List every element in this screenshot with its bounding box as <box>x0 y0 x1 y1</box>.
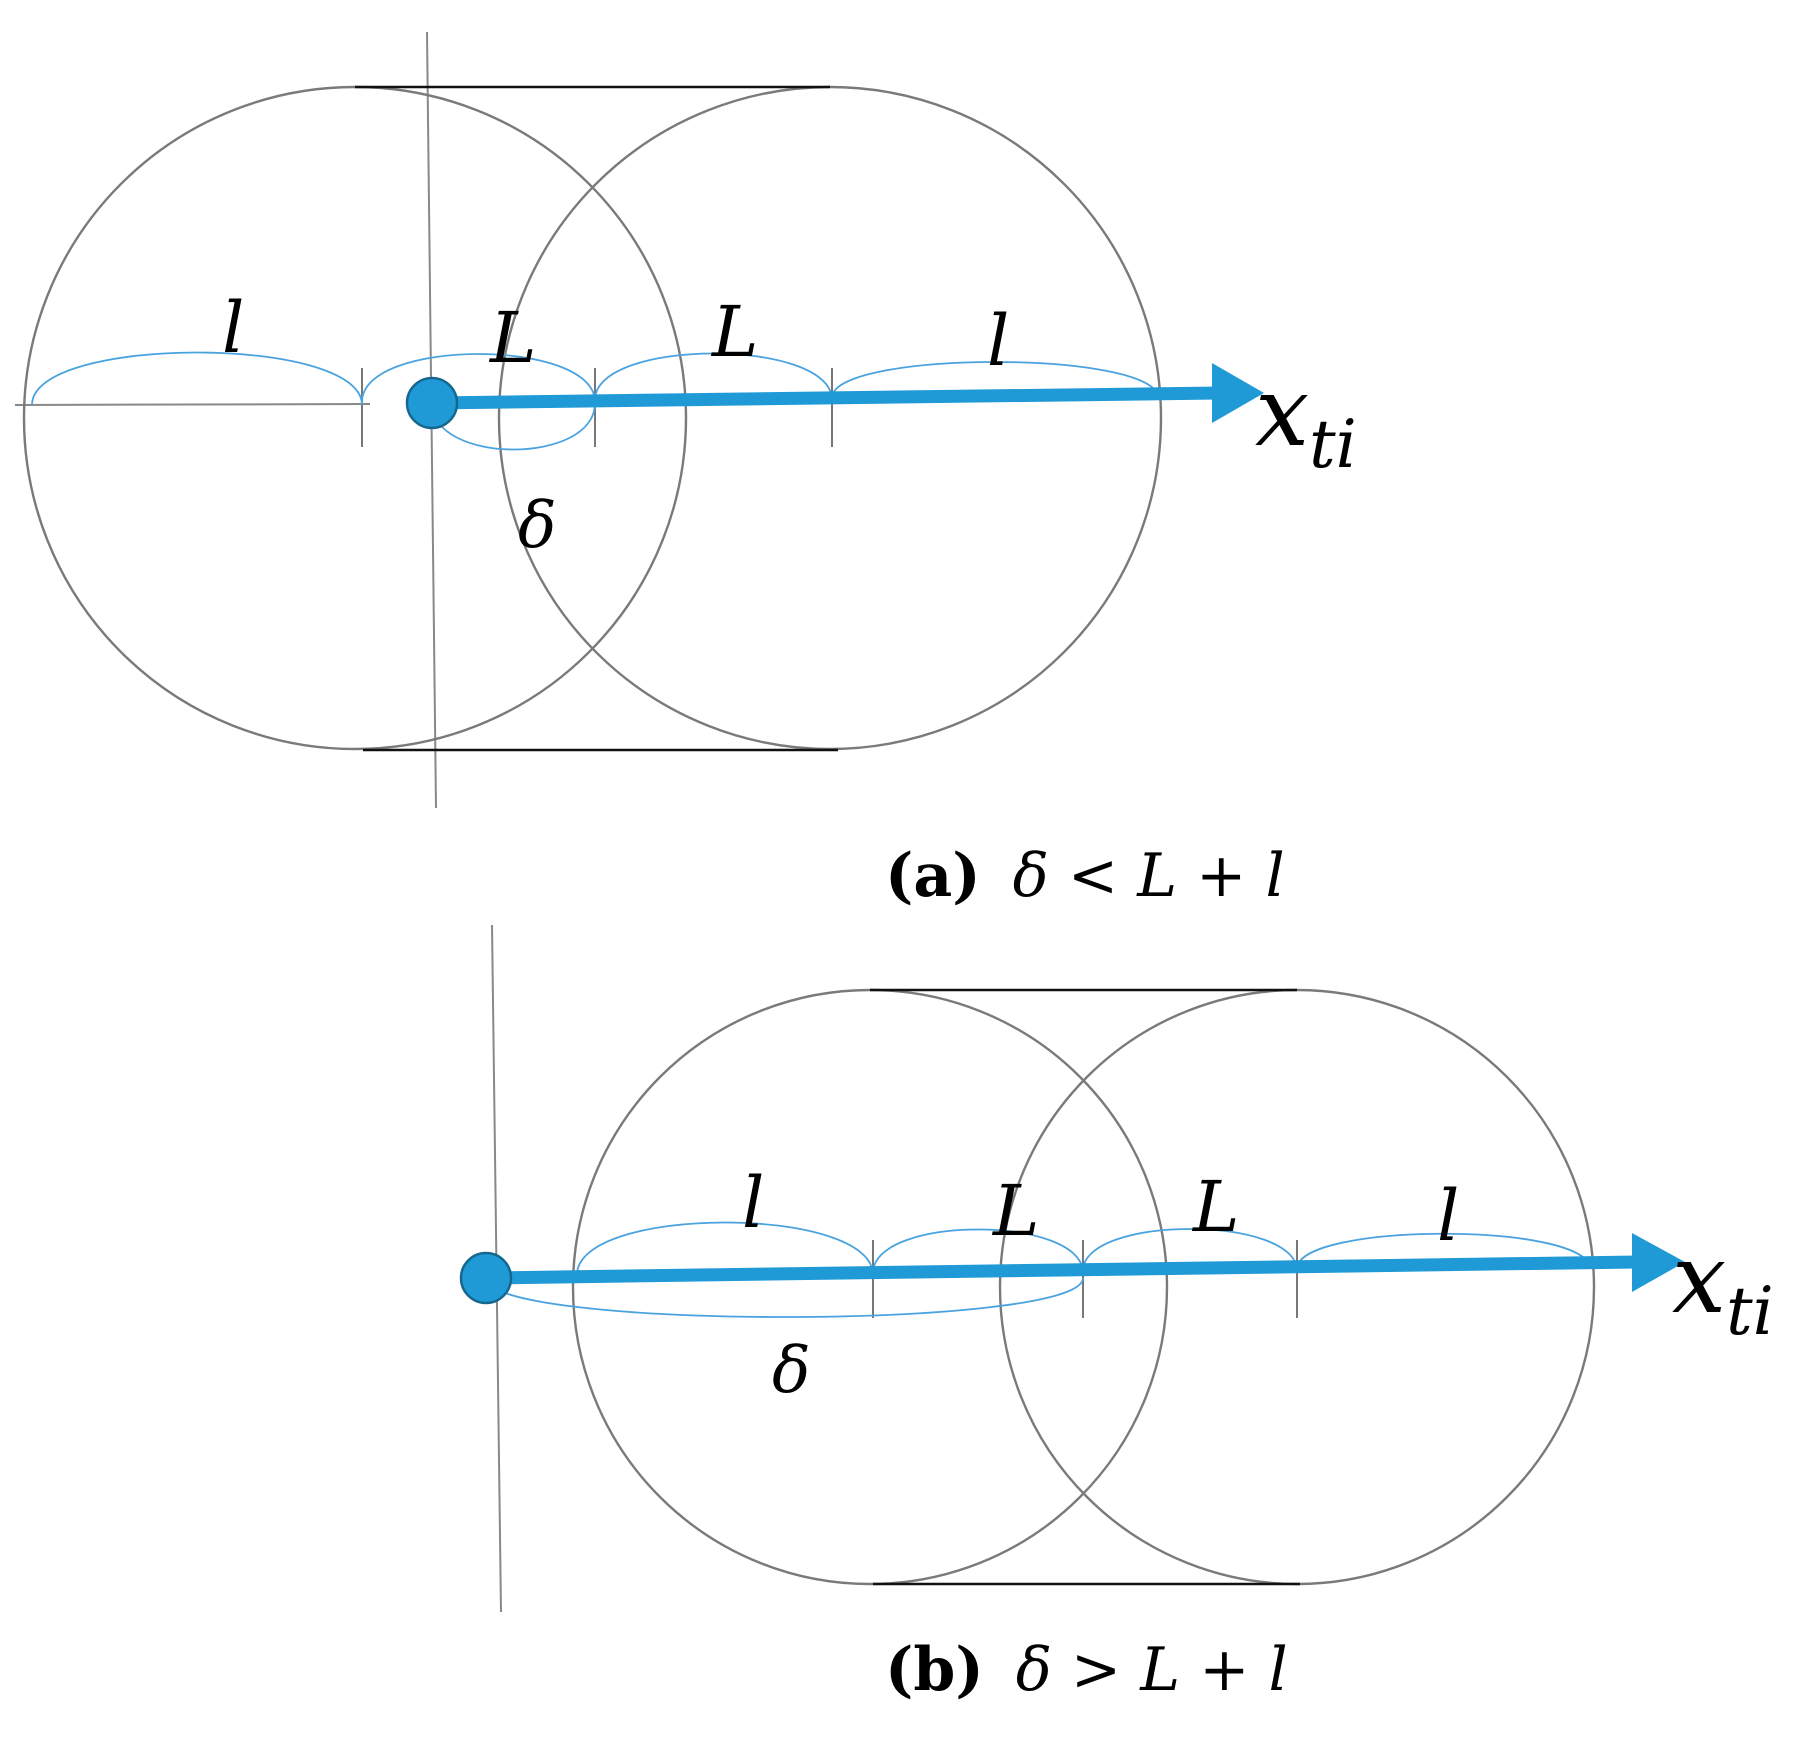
panel-b-axis-label-main: x <box>1672 1223 1726 1335</box>
panel-a-brace-l-left <box>31 351 363 406</box>
panel-a-brace-L-right <box>594 352 833 401</box>
panel-b-label-l-left: l <box>742 1162 764 1244</box>
panel-a-horizontal-axis <box>14 403 371 406</box>
panel-b-brace-l-left <box>576 1221 874 1276</box>
panel-a-right-circle <box>497 85 1163 751</box>
panel-a-axis-label-sub: ti <box>1309 406 1357 483</box>
panel-b-origin-point <box>459 1251 513 1305</box>
panel-b-brace-L-left <box>872 1228 1084 1274</box>
panel-a-brace-l-right <box>831 361 1159 399</box>
panel-b-caption-expr: δ > L + l <box>1016 1635 1288 1705</box>
panel-b-brace-delta <box>485 1277 1084 1318</box>
panel-b-label-L-left: L <box>991 1170 1039 1252</box>
panel-b-label-l-right: l <box>1437 1175 1459 1257</box>
panel-b-axis-label-sub: ti <box>1726 1273 1774 1350</box>
panel-a-label-delta: δ <box>518 489 557 563</box>
panel-b-brace-l-right <box>1296 1232 1591 1270</box>
panel-b-label-L-right: L <box>1191 1166 1239 1248</box>
panel-b-label-delta: δ <box>772 1334 811 1408</box>
panel-a-caption-letter: (a) <box>885 841 981 911</box>
panel-a-axis-label-main: x <box>1255 356 1309 468</box>
panel-a-arrow-head <box>1212 363 1264 423</box>
panel-b-caption-letter: (b) <box>885 1635 984 1705</box>
panel-b-caption: (b) δ > L + l <box>885 1635 1288 1705</box>
panel-a-brace-L-left <box>361 353 596 403</box>
panel-a-label-l-right: l <box>987 300 1009 382</box>
panel-b-axis-label: xti <box>1672 1223 1774 1350</box>
panel-b-vector-line <box>485 1255 1638 1285</box>
panel-a-left-circle <box>22 85 688 751</box>
panel-a-caption-expr: δ < L + l <box>1013 841 1285 911</box>
panel-a-label-l-left: l <box>222 287 244 369</box>
panel-b-brace-L-right <box>1082 1228 1298 1272</box>
panel-a-label-L-left: L <box>488 297 536 379</box>
panel-a-origin-point <box>405 376 459 430</box>
panel-b-arrow-head <box>1632 1233 1685 1292</box>
panel-b: l L L l δ xti (b) δ > L + l <box>459 924 1774 1705</box>
panel-a: l L L l δ xti (a) δ < L + l <box>14 31 1357 911</box>
panel-a-axis-label: xti <box>1255 356 1357 483</box>
panel-a-vector-line <box>431 386 1219 410</box>
panel-a-label-L-right: L <box>710 291 758 373</box>
panel-a-caption: (a) δ < L + l <box>885 841 1285 911</box>
